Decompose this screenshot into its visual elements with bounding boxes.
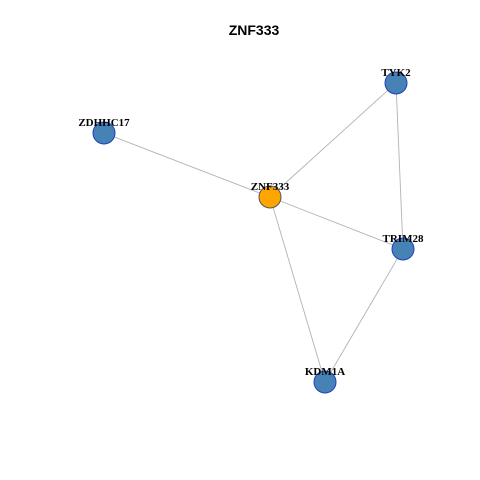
edge-znf333-zdhhc17 [103, 132, 271, 198]
node-label-kdm1a: KDM1A [305, 366, 345, 378]
edge-tyk2-trim28 [395, 82, 404, 250]
node-label-znf333: ZNF333 [251, 181, 290, 193]
node-zdhhc17[interactable] [92, 121, 116, 145]
node-znf333[interactable] [258, 185, 282, 209]
node-label-trim28: TRIM28 [383, 233, 424, 245]
edges-layer [103, 82, 404, 383]
nodes-layer [92, 71, 415, 394]
node-label-tyk2: TYK2 [381, 67, 411, 79]
diagram-title: ZNF333 [229, 22, 280, 38]
node-tyk2[interactable] [384, 71, 408, 95]
edge-znf333-trim28 [269, 196, 404, 250]
node-kdm1a[interactable] [313, 370, 337, 394]
edge-znf333-tyk2 [269, 82, 397, 198]
edge-znf333-kdm1a [269, 196, 326, 383]
edge-trim28-kdm1a [324, 248, 404, 383]
node-label-zdhhc17: ZDHHC17 [78, 117, 130, 129]
node-trim28[interactable] [391, 237, 415, 261]
